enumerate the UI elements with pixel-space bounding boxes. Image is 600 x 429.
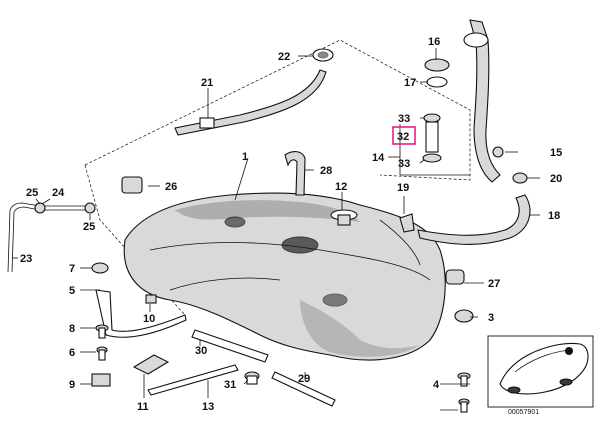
clamp-19[interactable]: [399, 213, 415, 233]
spacer-10[interactable]: [145, 294, 157, 304]
callout-25-lower: 25: [83, 221, 95, 233]
callout-1: 1: [242, 151, 248, 163]
callout-32-highlight-box: [392, 126, 416, 145]
callout-15: 15: [550, 147, 562, 159]
callout-26: 26: [165, 181, 177, 193]
callout-5: 5: [69, 285, 75, 297]
callout-27: 27: [488, 278, 500, 290]
callout-21: 21: [201, 77, 213, 89]
ring-3[interactable]: [454, 309, 474, 323]
clip-26[interactable]: [121, 176, 143, 194]
screw-4-upper[interactable]: [457, 372, 471, 387]
grommet-upper[interactable]: [424, 58, 450, 88]
heat-shield-29[interactable]: [271, 371, 336, 407]
callout-18: 18: [548, 210, 560, 222]
bracket[interactable]: [284, 151, 306, 196]
vehicle-location-inset: [487, 335, 594, 408]
callout-labels: 1 3 4 5 6 7 8 9 10 11 12 13 14 15 16 17 …: [20, 36, 562, 413]
strap-13[interactable]: [147, 364, 239, 396]
callout-24: 24: [52, 187, 65, 199]
clamp-15[interactable]: [492, 146, 504, 158]
callout-25-upper: 25: [26, 187, 38, 199]
callout-12: 12: [335, 181, 347, 193]
hose[interactable]: [417, 194, 531, 245]
callout-4: 4: [433, 379, 440, 391]
fuel-tank[interactable]: [123, 192, 446, 361]
callout-3: 3: [488, 312, 494, 324]
grommet-7[interactable]: [91, 262, 109, 274]
callout-20: 20: [550, 173, 562, 185]
tank-location-marker-icon: [565, 347, 573, 355]
filler-cap[interactable]: [312, 48, 334, 62]
callout-19: 19: [397, 182, 409, 194]
heat-shield-30[interactable]: [191, 329, 269, 363]
callout-32: 32: [397, 131, 409, 143]
callout-6: 6: [69, 347, 75, 359]
pad-11[interactable]: [132, 354, 170, 375]
callout-16: 16: [428, 36, 440, 48]
callout-14: 14: [372, 152, 385, 164]
callout-8: 8: [69, 323, 75, 335]
filler-neck-pipe[interactable]: [463, 19, 501, 183]
callout-11: 11: [137, 401, 149, 413]
callout-23: 23: [20, 253, 32, 265]
callout-31: 31: [224, 379, 236, 391]
callout-10: 10: [143, 313, 155, 325]
car-icon: [499, 342, 589, 395]
plug-12[interactable]: [330, 209, 358, 226]
screw-6[interactable]: [96, 346, 108, 361]
callout-9: 9: [69, 379, 75, 391]
leader-lines: [12, 48, 540, 411]
callout-28: 28: [320, 165, 332, 177]
tension-strap[interactable]: [95, 289, 187, 338]
screw-4-lower[interactable]: [458, 398, 470, 413]
assembly-dash-outline: [84, 39, 471, 181]
valve-assembly[interactable]: [422, 113, 442, 163]
vent-pipe[interactable]: [174, 69, 327, 136]
callout-33-lower: 33: [398, 158, 410, 170]
figure-number: 00057901: [508, 409, 539, 416]
fuel-line-left[interactable]: [7, 202, 96, 273]
callout-7: 7: [69, 263, 75, 275]
sleeve-27[interactable]: [445, 269, 465, 285]
callout-17: 17: [404, 77, 416, 89]
clip-nut-9[interactable]: [91, 373, 111, 387]
clamp-20[interactable]: [512, 172, 528, 184]
callout-29: 29: [298, 373, 310, 385]
nut-31[interactable]: [244, 371, 260, 385]
callout-22: 22: [278, 51, 290, 63]
callout-30: 30: [195, 345, 207, 357]
callout-33-upper: 33: [398, 113, 410, 125]
callout-13: 13: [202, 401, 214, 413]
